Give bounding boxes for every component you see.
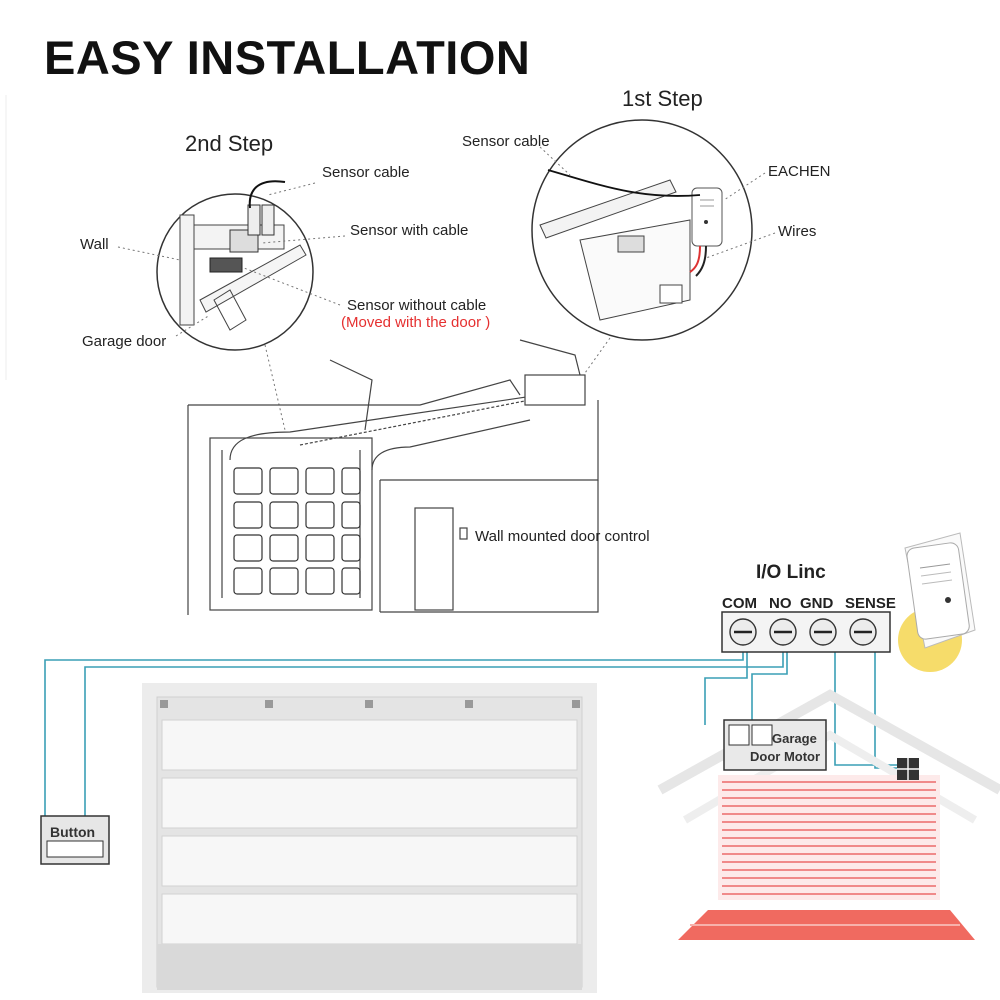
terminal-label-no: NO: [769, 595, 792, 612]
label-garage-door: Garage door: [82, 333, 167, 350]
motor-label-line1: Garage: [772, 731, 817, 746]
button-label: Button: [50, 824, 96, 840]
label-eachen: EACHEN: [768, 163, 831, 180]
terminal-label-sense: SENSE: [845, 595, 896, 612]
roller-garage-illustration: [657, 689, 1000, 940]
label-sensor-without-cable: Sensor without cable: [347, 297, 487, 314]
garage-door-photo: [142, 683, 597, 993]
label-step2-sensor-cable: Sensor cable: [322, 164, 410, 181]
label-moved-with-door: (Moved with the door ): [341, 314, 491, 331]
second-step-detail: [156, 180, 314, 351]
terminal-label-com: COM: [722, 595, 757, 612]
first-step-heading: 1st Step: [622, 86, 703, 111]
garage-line-drawing: [187, 339, 599, 615]
first-step-detail: [531, 119, 753, 341]
terminal-block: [721, 611, 891, 653]
motor-label-line2: Door Motor: [750, 749, 821, 764]
eachen-controller-device: [898, 532, 976, 672]
second-step-heading: 2nd Step: [185, 131, 274, 156]
label-wall: Wall: [80, 236, 109, 253]
garage-door-motor: [723, 719, 827, 771]
io-linc-title: I/O Linc: [756, 562, 826, 583]
label-step1-sensor-cable: Sensor cable: [462, 133, 550, 150]
label-sensor-with-cable: Sensor with cable: [350, 222, 469, 239]
label-wires: Wires: [778, 223, 817, 240]
label-wall-mounted-door-control: Wall mounted door control: [475, 528, 650, 545]
button-box: [40, 815, 110, 865]
terminal-label-gnd: GND: [800, 595, 834, 612]
page-title: EASY INSTALLATION: [44, 31, 531, 84]
